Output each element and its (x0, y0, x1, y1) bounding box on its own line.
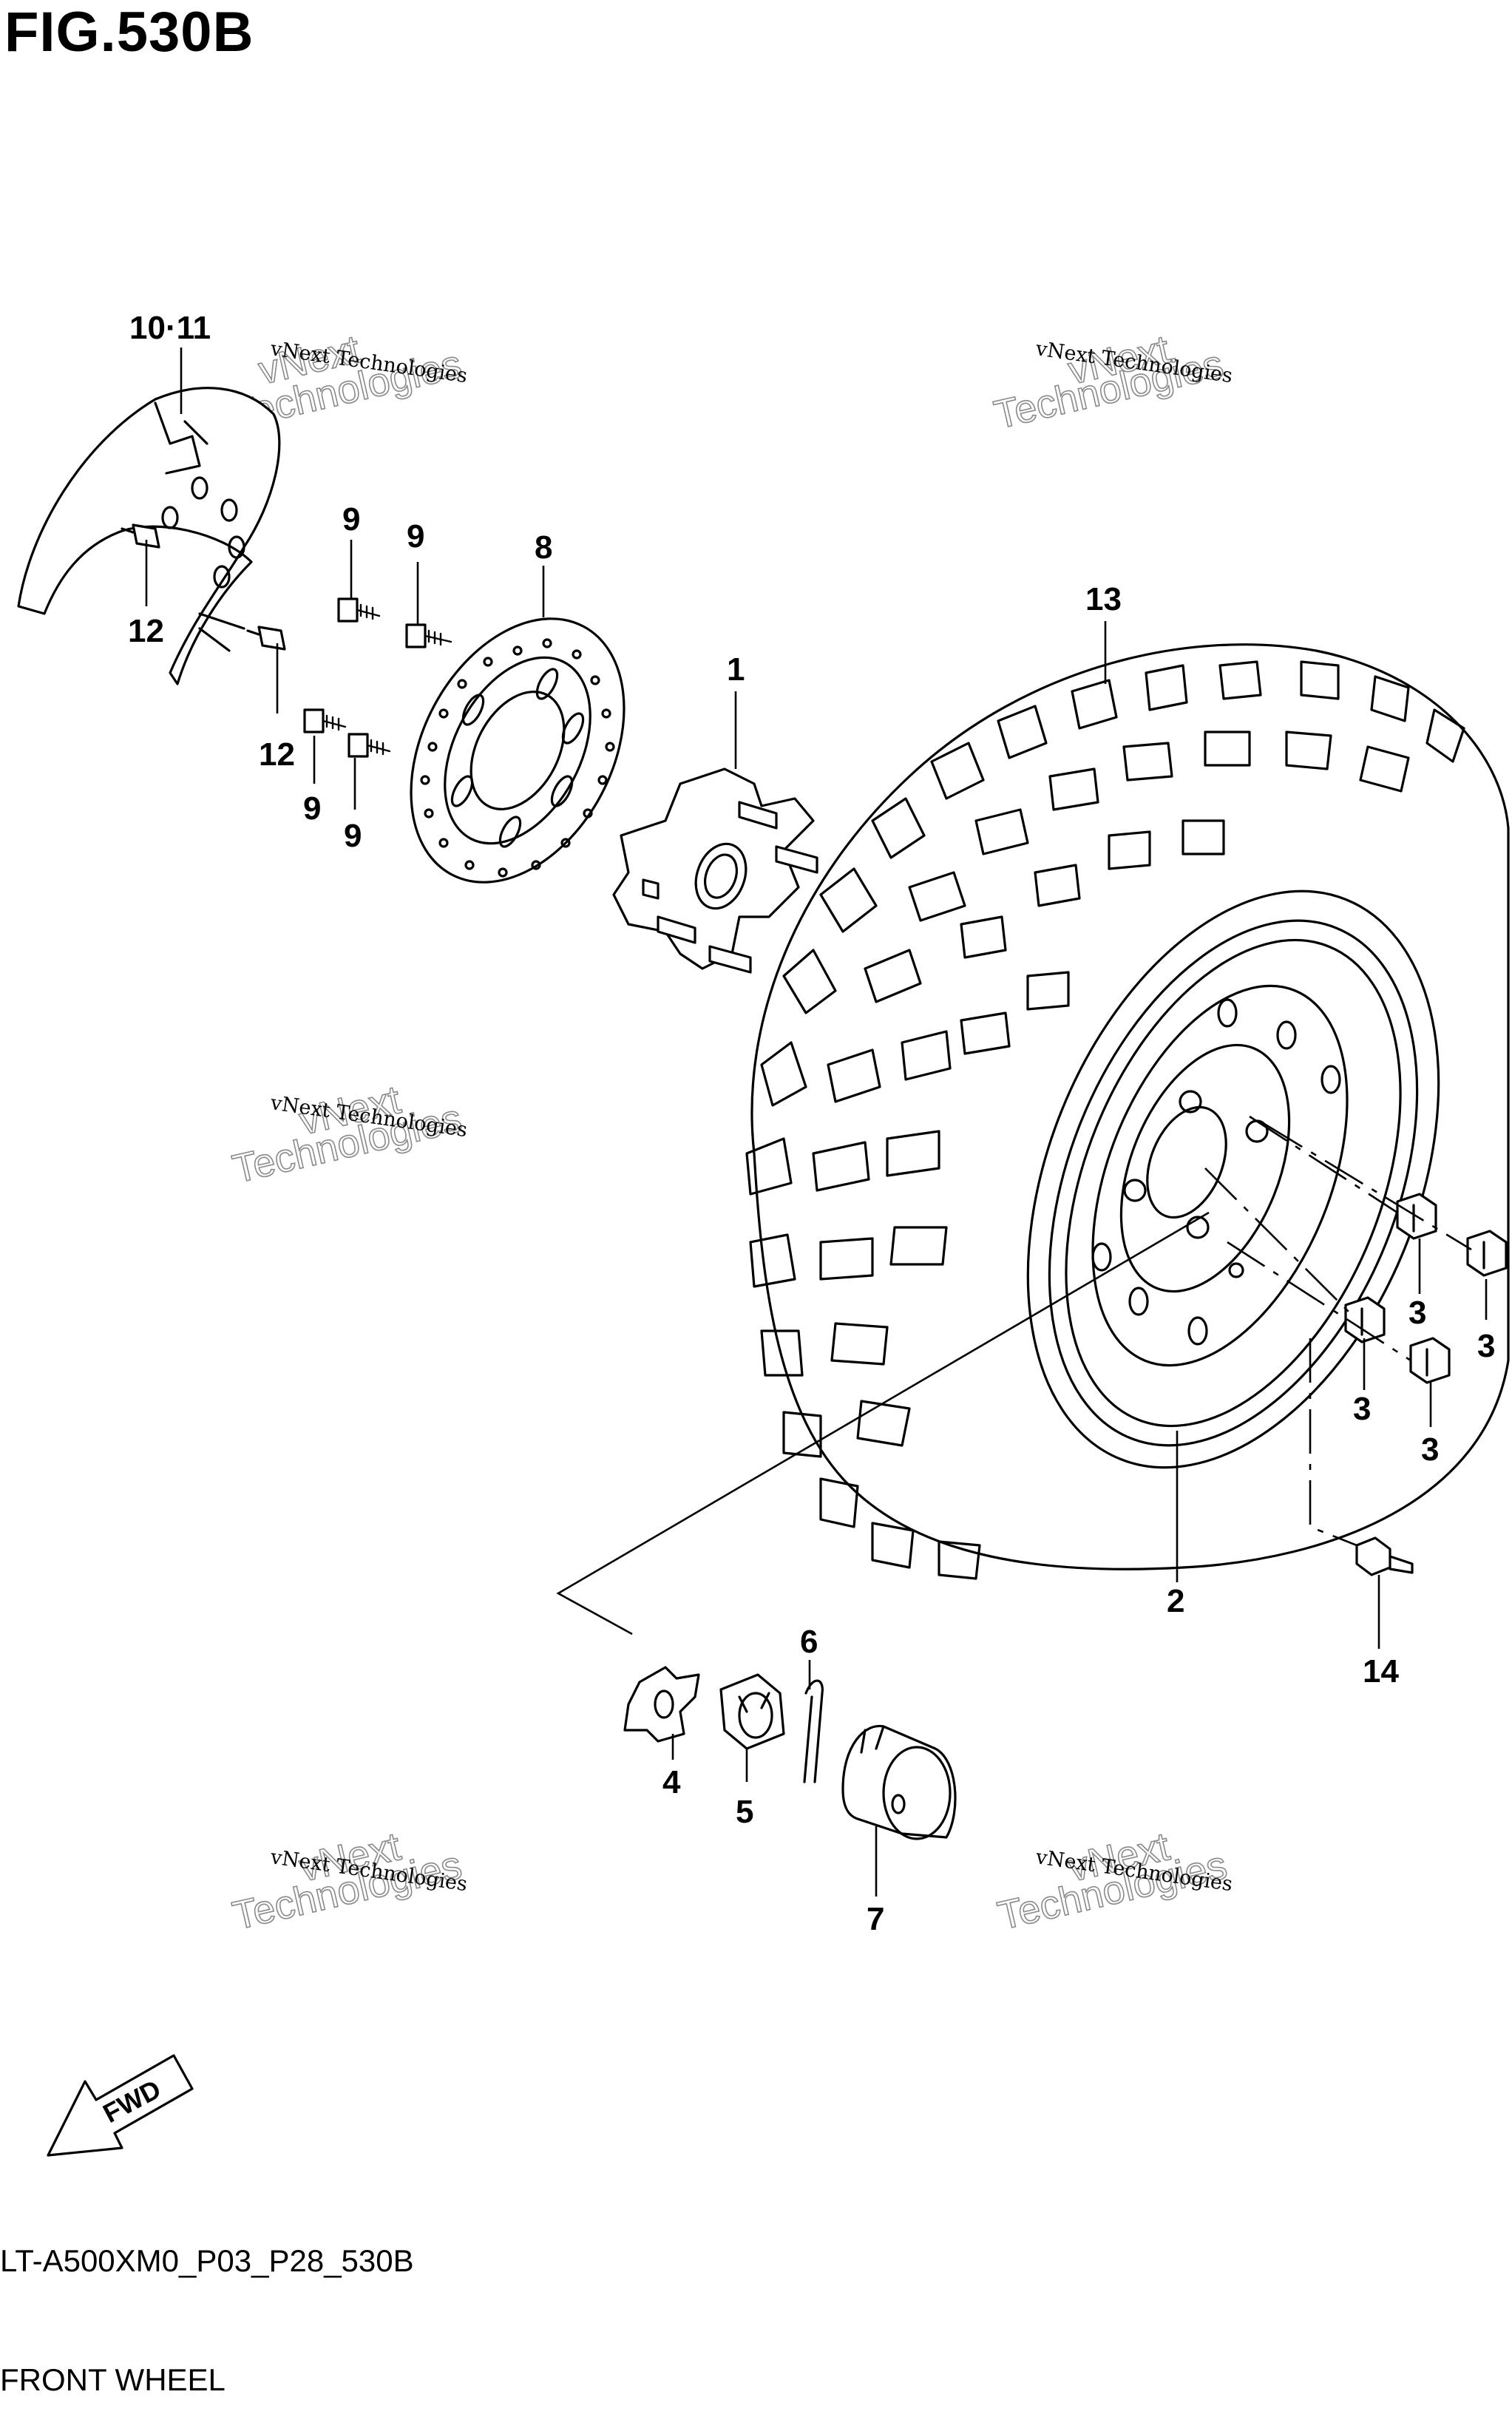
leader-lines (145, 348, 1488, 1897)
disc-bolt (303, 708, 347, 733)
disc-cover (17, 387, 281, 685)
figure-title: FIG.530B (4, 1, 254, 64)
wheel-nut (1466, 1230, 1508, 1277)
callout-6: 6 (800, 1624, 818, 1660)
callout-8: 8 (535, 529, 552, 566)
callout-1: 1 (727, 651, 745, 688)
callout-12: 12 (128, 613, 164, 649)
callouts: 10·11 12 12 9 9 9 9 8 1 13 2 3 3 3 3 14 … (128, 310, 1495, 1937)
hub-cap (841, 1724, 957, 1840)
disc-bolt (405, 623, 452, 648)
air-valve (1355, 1536, 1414, 1576)
callout-4: 4 (662, 1764, 681, 1800)
cover-bolt (121, 523, 160, 549)
callout-14: 14 (1363, 1653, 1399, 1689)
callout-7: 7 (867, 1901, 884, 1937)
tread-lugs (745, 660, 1465, 1580)
watermark: vNext Technologies vNext Technologies (993, 1823, 1234, 1939)
callout-2: 2 (1167, 1583, 1184, 1619)
callout-3: 3 (1408, 1295, 1426, 1331)
watermark: vNext Technologies vNext Technologies (228, 1823, 469, 1939)
wheel-rim (1048, 919, 1419, 1447)
callout-13: 13 (1085, 581, 1122, 617)
disc-bolt (348, 733, 391, 758)
hub (612, 767, 818, 974)
figure-name: FRONT WHEEL (0, 2362, 226, 2397)
callout-9: 9 (342, 501, 360, 538)
callout-3: 3 (1421, 1431, 1439, 1468)
callout-12: 12 (259, 736, 295, 773)
callout-9: 9 (303, 790, 321, 827)
cotter-pin (803, 1679, 824, 1783)
callout-3: 3 (1477, 1328, 1495, 1364)
washer (623, 1666, 700, 1743)
wheel-nut (1409, 1337, 1451, 1384)
castle-nut (719, 1673, 785, 1750)
callout-10-11: 10·11 (129, 310, 211, 346)
figure-code: LT-A500XM0_P03_P28_530B (0, 2243, 414, 2278)
callout-5: 5 (736, 1794, 753, 1830)
watermark: vNext Technologies vNext Technologies (989, 326, 1234, 438)
wheel-nut (1344, 1296, 1386, 1343)
callout-3: 3 (1353, 1391, 1371, 1427)
callout-9: 9 (344, 818, 362, 854)
brake-disc (410, 617, 626, 884)
watermark: vNext Technologies vNext Technologies (228, 1077, 469, 1192)
fwd-arrow: FWD (47, 2054, 194, 2157)
tread-blocks (812, 731, 1410, 1447)
callout-9: 9 (407, 518, 424, 555)
disc-bolt (337, 597, 381, 623)
cover-bolt (246, 626, 286, 651)
